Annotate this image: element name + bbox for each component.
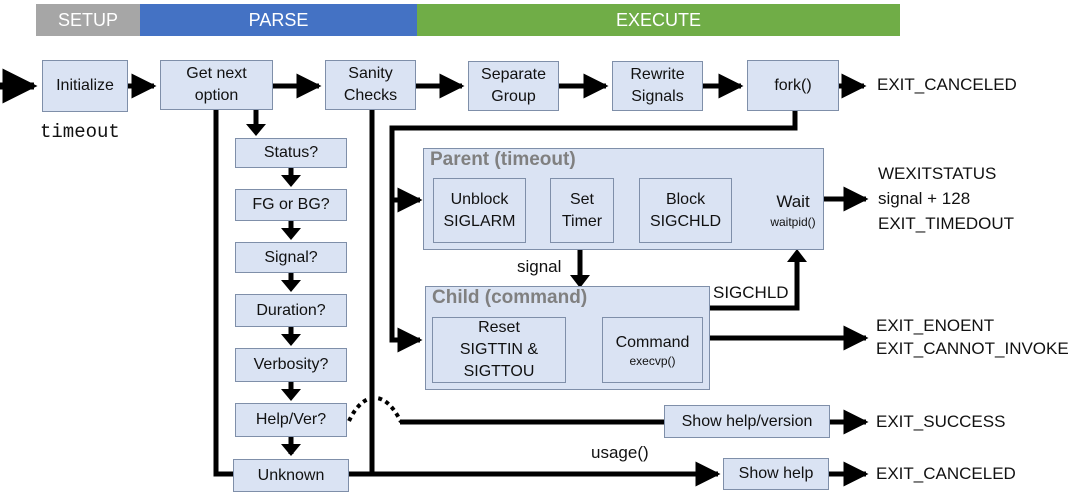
exit-enoent: EXIT_ENOENT <box>876 316 995 335</box>
separate-line1: Separate <box>481 66 546 83</box>
fg-bg-label: FG or BG? <box>252 196 330 213</box>
rewrite-signals-step: Rewrite Signals <box>612 61 703 111</box>
set-timer-step: Set Timer <box>550 178 614 243</box>
fork-label: fork() <box>774 76 812 94</box>
execvp-label: execvp() <box>629 354 676 368</box>
unblock-line1: Unblock <box>450 190 509 208</box>
parent-title: Parent (timeout) <box>430 149 576 170</box>
get-next-line1: Get next <box>186 65 247 82</box>
show-help-label: Show help <box>738 465 814 482</box>
exit-signal-128: signal + 128 <box>878 189 971 208</box>
sigchld-edge-label: SIGCHLD <box>713 283 789 302</box>
command-step: Command execvp() <box>602 317 703 383</box>
command-label: Command <box>615 334 690 351</box>
phase-parse: PARSE <box>140 4 417 36</box>
rewrite-line1: Rewrite <box>630 66 685 83</box>
set-line2: Timer <box>561 212 603 230</box>
phase-setup: SETUP <box>36 4 140 36</box>
timeout-label: timeout <box>40 121 120 143</box>
block-line2: SIGCHLD <box>649 212 722 230</box>
initialize-step: Initialize <box>42 60 128 112</box>
fork-step: fork() <box>747 60 839 111</box>
fg-bg-option: FG or BG? <box>235 189 347 221</box>
duration-label: Duration? <box>256 301 326 319</box>
exit-wexitstatus: WEXITSTATUS <box>878 164 997 183</box>
phase-execute: EXECUTE <box>417 4 900 36</box>
reset-line2: SIGTTIN & <box>459 341 539 358</box>
block-sigchld-step: Block SIGCHLD <box>639 178 732 243</box>
wait-step: Wait waitpid() <box>762 192 824 232</box>
usage-label: usage() <box>591 443 649 462</box>
wait-label: Wait <box>776 192 810 211</box>
verbosity-label: Verbosity? <box>253 356 329 373</box>
show-help-step: Show help <box>723 458 829 490</box>
reset-line1: Reset <box>478 319 520 336</box>
rewrite-line2: Signals <box>631 88 684 105</box>
duration-option: Duration? <box>235 294 347 327</box>
separate-group-step: Separate Group <box>468 61 559 111</box>
separate-line2: Group <box>491 88 536 105</box>
exit-canceled-fork: EXIT_CANCELED <box>877 75 1017 94</box>
get-next-option-step: Get next option <box>160 60 273 110</box>
exit-cannot-invoke: EXIT_CANNOT_INVOKE <box>876 339 1069 358</box>
show-help-version-label: Show help/version <box>681 412 813 430</box>
exit-canceled-help: EXIT_CANCELED <box>876 464 1016 483</box>
unknown-option: Unknown <box>233 459 349 492</box>
waitpid-label: waitpid() <box>770 215 816 229</box>
signal-edge-label: signal <box>517 257 562 276</box>
status-option: Status? <box>235 138 347 168</box>
block-line1: Block <box>665 190 706 208</box>
exit-timedout: EXIT_TIMEDOUT <box>878 214 1015 233</box>
help-ver-label: Help/Ver? <box>255 411 327 428</box>
show-help-version-step: Show help/version <box>664 405 830 438</box>
status-label: Status? <box>263 144 319 161</box>
signal-option-label: Signal? <box>264 248 318 266</box>
sanity-line1: Sanity <box>348 65 393 82</box>
reset-line3: SIGTTOU <box>463 363 535 380</box>
unknown-label: Unknown <box>257 466 325 484</box>
verbosity-option: Verbosity? <box>235 348 347 382</box>
sanity-line2: Checks <box>343 87 398 104</box>
signal-option: Signal? <box>235 242 347 273</box>
child-title: Child (command) <box>432 287 588 308</box>
get-next-line2: option <box>194 87 239 104</box>
sanity-checks-step: Sanity Checks <box>325 60 416 110</box>
reset-sigttin-step: Reset SIGTTIN & SIGTTOU <box>432 317 566 383</box>
initialize-label: Initialize <box>56 77 114 94</box>
unblock-sigalrm-step: Unblock SIGLARM <box>433 178 526 243</box>
help-ver-option: Help/Ver? <box>235 403 347 437</box>
unblock-line2: SIGLARM <box>443 212 516 230</box>
set-line1: Set <box>569 190 594 208</box>
exit-success: EXIT_SUCCESS <box>876 412 1006 431</box>
